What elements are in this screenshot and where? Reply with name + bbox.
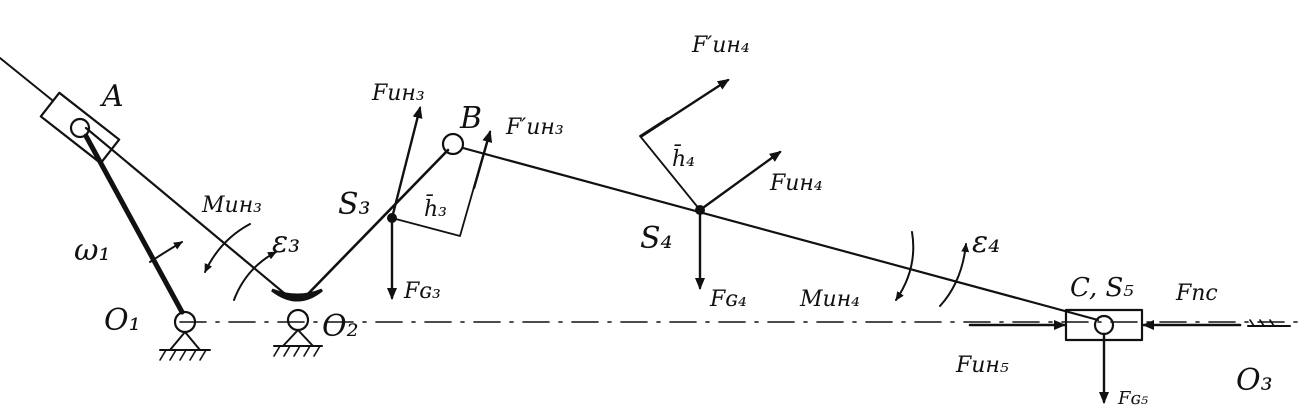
pivot-o2: [273, 308, 323, 357]
label-s4: S₄: [640, 221, 673, 256]
label-f-g4: Fɢ₄: [709, 287, 747, 312]
label-f-in5: Fин₅: [955, 353, 1009, 378]
force-fin3-prime-arrow: [472, 130, 493, 190]
omega1-arc-arrow: [149, 241, 183, 263]
label-m-in3: Mин₃: [201, 193, 262, 218]
label-m-in4: Mин₄: [799, 287, 860, 312]
label-a: A: [99, 79, 124, 114]
pivot-o1: [159, 310, 211, 361]
force-fin4-arrow: [698, 150, 782, 212]
m-in4-arc-arrow: [895, 231, 915, 301]
label-f-in3: Fин₃: [371, 81, 425, 106]
force-fin4-prime-arrow: [640, 78, 730, 138]
label-f-pc: Fпс: [1175, 281, 1218, 306]
slider-block-a: [39, 91, 121, 165]
label-s3: S₃: [338, 187, 371, 222]
label-o1: O₁: [104, 303, 141, 338]
label-c-s5: C, S₅: [1070, 273, 1134, 303]
joint-b: [441, 132, 465, 156]
label-f-in4: Fин₄: [769, 171, 823, 196]
crank-link-o1a: [83, 133, 185, 315]
label-h4: h̄₄: [672, 144, 695, 172]
slider-guide-line: [0, 57, 53, 101]
label-eps3: ε₃: [272, 225, 300, 260]
label-h3: h̄₃: [424, 194, 447, 222]
ground-o3: [1247, 319, 1291, 327]
label-f-in3-prime: F′ин₃: [505, 115, 564, 140]
label-b: B: [459, 101, 482, 136]
label-f-g3: Fɢ₃: [403, 279, 441, 304]
label-o3: O₃: [1236, 363, 1273, 398]
joint-c: [1093, 314, 1115, 336]
rocker-hub: [271, 288, 323, 302]
label-omega1: ω₁: [74, 233, 111, 268]
force-fin3-arrow: [390, 106, 423, 220]
label-eps4: ε₄: [972, 225, 1000, 260]
joint-a: [69, 117, 91, 139]
eps4-arc-arrow: [939, 243, 970, 307]
eps3-arc-arrow: [233, 251, 277, 301]
rocker-arm-a: [84, 126, 292, 300]
rocker-arm-b: [302, 148, 450, 300]
m-in3-arc-arrow: [204, 223, 251, 273]
connecting-rod-bc: [461, 146, 1100, 322]
label-o2: O₂: [322, 309, 359, 344]
label-f-g5: Fɢ₅: [1117, 388, 1148, 409]
label-f-in4-prime: F′ин₄: [691, 33, 750, 58]
